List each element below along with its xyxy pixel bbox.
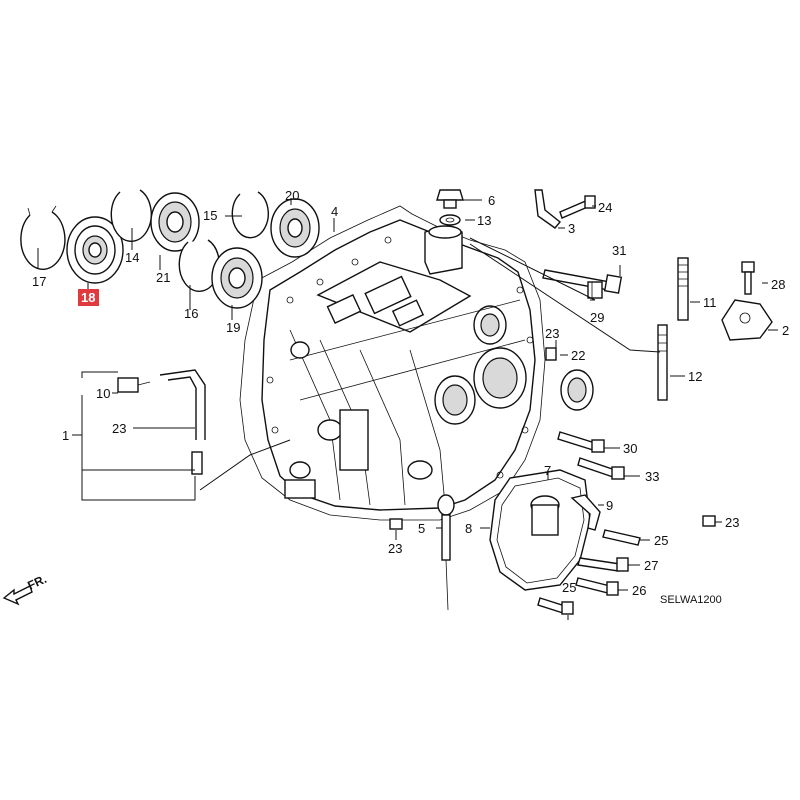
bolt-29 <box>741 261 755 295</box>
callout-26: 25 <box>562 580 576 595</box>
callout-2: 2 <box>782 323 789 338</box>
dowel-23-b <box>702 515 716 527</box>
callout-5: 5 <box>418 521 425 536</box>
dowel-23-a <box>545 347 557 361</box>
dowel-23-c <box>389 518 403 530</box>
callout-4: 4 <box>331 204 338 219</box>
bearing-18 <box>66 216 124 284</box>
stud-11 <box>677 257 689 321</box>
bolt-30 <box>557 431 605 453</box>
diagram-code: SELWA1200 <box>660 594 722 606</box>
callout-32: 31 <box>612 243 626 258</box>
bolt-31 <box>587 281 603 299</box>
bolt-26 <box>537 597 574 615</box>
callout-11: 11 <box>703 295 717 310</box>
callout-25-lower: 25 <box>654 533 668 548</box>
callout-31: 29 <box>590 310 604 325</box>
callout-24: 23 <box>112 421 126 436</box>
callout-21: 21 <box>156 270 170 285</box>
callout-23-b: 23 <box>725 515 739 530</box>
breather-10 <box>117 377 151 393</box>
dipstick-5 <box>437 494 455 611</box>
callout-17: 17 <box>32 274 46 289</box>
bracket-9 <box>570 494 601 531</box>
callout-25-top: 24 <box>598 200 612 215</box>
callout-27: 26 <box>632 583 646 598</box>
callout-10: 10 <box>96 386 110 401</box>
callout-22: 22 <box>571 348 585 363</box>
hose-24 <box>159 369 206 475</box>
bearing-20 <box>270 198 320 258</box>
front-label: FR. <box>25 572 48 593</box>
bolt-27 <box>575 577 619 596</box>
snap-ring-14 <box>110 189 152 242</box>
callout-3: 3 <box>568 221 575 236</box>
callout-30: 30 <box>623 441 637 456</box>
plug-6 <box>436 189 464 209</box>
bracket-3 <box>534 189 561 229</box>
callout-23-c: 23 <box>388 541 402 556</box>
callout-28: 27 <box>644 558 658 573</box>
transmission-case <box>239 205 546 521</box>
callout-19: 19 <box>226 320 240 335</box>
callout-33: 33 <box>645 469 659 484</box>
leader-lines <box>37 198 778 620</box>
callout-12: 12 <box>688 369 702 384</box>
callout-23-a: 23 <box>545 326 559 341</box>
snap-ring-17 <box>20 205 66 270</box>
callout-16: 16 <box>184 306 198 321</box>
callout-6: 6 <box>488 193 495 208</box>
callout-15: 15 <box>203 208 217 223</box>
callout-8: 8 <box>465 521 472 536</box>
callout-18: 18 <box>81 290 95 305</box>
bearing-21 <box>150 192 200 252</box>
bolt-28 <box>577 557 629 572</box>
callout-13: 13 <box>477 213 491 228</box>
bracket-2 <box>721 299 773 341</box>
front-arrow: FR. <box>2 572 49 606</box>
callout-7: 7 <box>544 463 551 478</box>
callout-18-highlight <box>78 289 99 306</box>
washer-13 <box>439 214 461 226</box>
bolt-25-lower <box>602 529 641 546</box>
callout-29: 28 <box>771 277 785 292</box>
callout-1: 1 <box>62 428 69 443</box>
callout-9: 9 <box>606 498 613 513</box>
snap-ring-15 <box>231 191 269 239</box>
bearing-19 <box>211 247 263 309</box>
bolt-32 <box>542 269 623 294</box>
stud-12 <box>657 324 668 401</box>
cover-8 <box>489 469 591 591</box>
callout-20: 20 <box>285 188 299 203</box>
snap-ring-16 <box>178 239 220 292</box>
bolt-25-top <box>559 195 596 219</box>
oil-seal-22 <box>560 369 594 411</box>
callout-labels: 17 18 14 21 16 19 15 20 4 6 13 24 3 31 2… <box>32 188 789 598</box>
arrow-icon <box>2 585 33 606</box>
callout-14: 14 <box>125 250 139 265</box>
bolt-33 <box>577 457 625 480</box>
